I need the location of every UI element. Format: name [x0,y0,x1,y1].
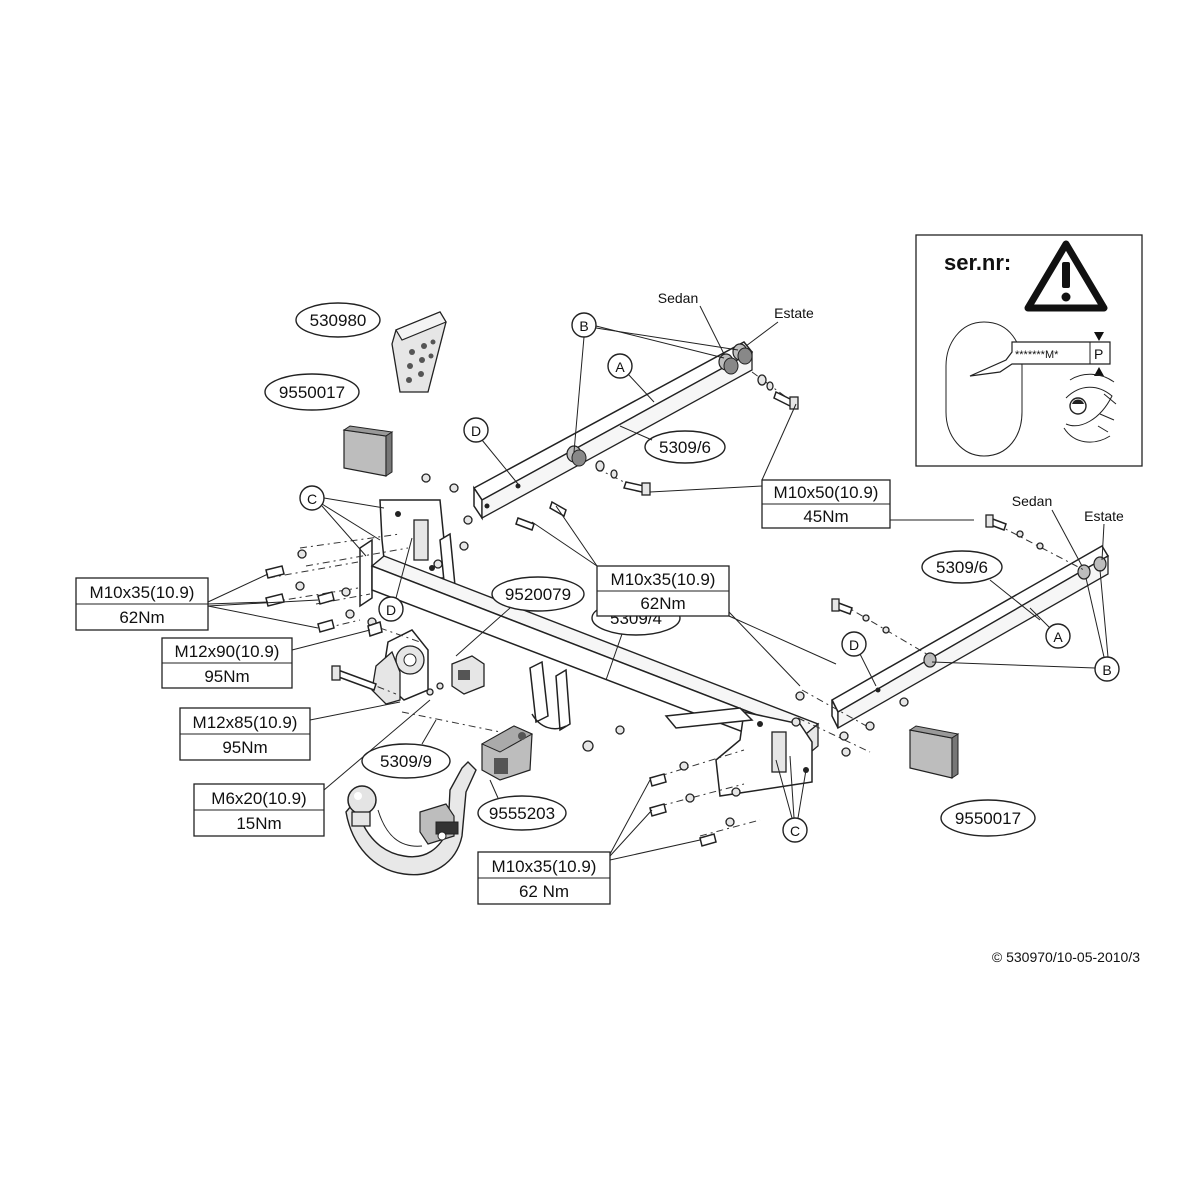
ball-neck: 5309/9 [345,719,477,876]
bolt-spec-m10x35-left: M10x35(10.9) 62Nm [75,573,319,631]
bushing-estate-right [1093,556,1107,572]
bolt-right-mid [831,598,890,634]
crossbar-assembly: 5309/4 [359,499,820,797]
bolt-spec-m10x35-bottom: M10x35(10.9) 62 Nm [477,779,701,905]
label-9555203: 9555203 [489,804,555,823]
arrow-down-icon [1094,332,1104,341]
bolt-top-mid [595,460,651,496]
serial-title: ser.nr: [944,250,1011,275]
label-9550017-left: 9550017 [279,383,345,402]
label-9520079: 9520079 [505,585,571,604]
label-9550017-right: 9550017 [955,809,1021,828]
spec-m10x35-bottom: M10x35(10.9) [492,857,597,876]
label-5309-6-top: 5309/6 [659,438,711,457]
letter-d-top: D [471,423,481,439]
part-9550017-left: 9550017 [264,373,394,477]
bolt-m12x85 [331,665,377,691]
torque-m6x20: 15Nm [236,814,281,833]
letter-c-left: C [307,491,317,507]
letter-c-right: C [790,823,800,839]
label-sedan-right: Sedan [1012,493,1052,509]
torque-m10x35-bottom: 62 Nm [519,882,569,901]
bolt-right-end [985,514,1044,550]
bushing-estate-top [732,343,753,365]
letter-b-top: B [579,318,588,334]
label-estate-right: Estate [1084,508,1124,524]
bolt-spec-m10x50: M10x50(10.9) 45Nm [649,403,974,529]
bushing-mid-top [566,445,587,467]
part-9550017-right: 9550017 [908,725,1036,837]
letter-a-right: A [1053,629,1063,645]
bolt-spec-m12x85: M12x85(10.9) 95Nm [179,701,401,761]
torque-m12x85: 95Nm [222,738,267,757]
side-member-right: 5309/6 A B Sedan Estate D [831,493,1124,730]
label-5309-6-right: 5309/6 [936,558,988,577]
label-sedan-top: Sedan [658,290,698,306]
bolt-spec-m12x90: M12x90(10.9) 95Nm [161,629,371,689]
arrow-up-icon [1094,367,1104,376]
letter-d-left: D [386,602,396,618]
spec-m10x35-center: M10x35(10.9) [611,570,716,589]
spec-m10x50: M10x50(10.9) [774,483,879,502]
socket-mount: 9520079 [331,576,585,737]
bolt-m12x90 [367,621,383,637]
serial-number-panel: ser.nr: *******M* P [915,234,1143,467]
torque-m10x50: 45Nm [803,507,848,526]
fasteners-right: C [649,689,909,847]
bolt-spec-m6x20: M6x20(10.9) 15Nm [193,699,431,837]
letter-b-right: B [1102,662,1111,678]
torque-m10x35-left: 62Nm [119,608,164,627]
spec-m12x90: M12x90(10.9) [175,642,280,661]
letter-d-right: D [849,637,859,653]
warning-icon [1024,240,1108,312]
bolt-spec-m10x35-center: M10x35(10.9) 62Nm [531,505,837,687]
bushing-sedan-right [1077,564,1091,580]
bolt-top-end [757,374,799,410]
serial-callout: *******M* P [969,332,1111,377]
spec-m12x85: M12x85(10.9) [193,713,298,732]
side-member-top: 5309/6 A B Sedan Estate D [463,290,814,521]
label-estate-top: Estate [774,305,814,321]
spec-m6x20: M6x20(10.9) [211,789,306,808]
serial-code: *******M* [1015,349,1059,361]
torque-m10x35-center: 62Nm [640,594,685,613]
label-5309-9: 5309/9 [380,752,432,771]
bushing-mid-right [923,652,937,668]
module-9555203: 9555203 [477,725,567,831]
copyright-text: © 530970/10-05-2010/3 [992,949,1140,965]
part-530980: 530980 [295,302,447,393]
torque-m12x90: 95Nm [204,667,249,686]
fasteners-left: C D [265,473,567,633]
letter-a-top: A [615,359,625,375]
spec-m10x35-left: M10x35(10.9) [90,583,195,602]
label-530980: 530980 [310,311,367,330]
eye-icon [1063,373,1117,443]
serial-suffix: P [1094,346,1103,362]
